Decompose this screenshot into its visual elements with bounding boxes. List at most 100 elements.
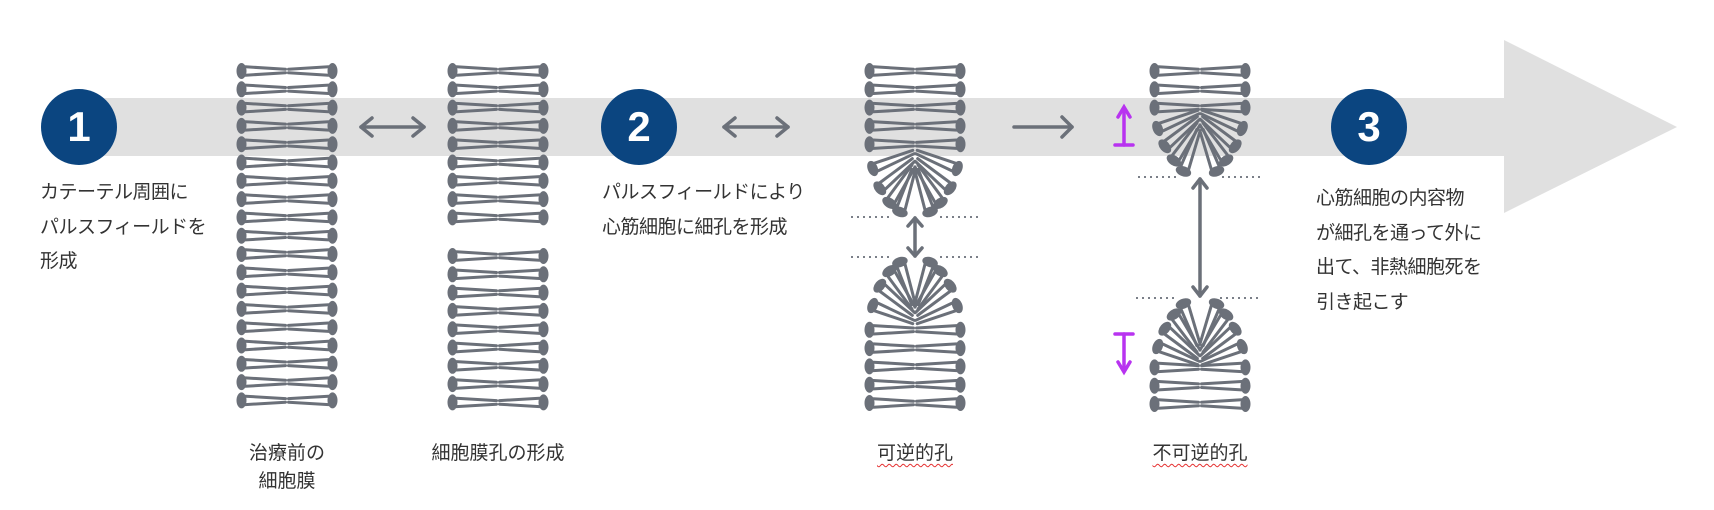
lipid-head xyxy=(447,394,458,411)
text-line: 細胞膜 xyxy=(258,470,316,492)
lipid-tail xyxy=(455,311,498,317)
lipid-tail xyxy=(244,211,287,218)
membrane-shift-up-icon xyxy=(1113,103,1135,147)
lipid-molecule xyxy=(236,99,287,116)
lipid-tail xyxy=(455,402,498,409)
lipid-head xyxy=(1152,338,1164,355)
lipid-tail xyxy=(498,360,541,366)
lipid-molecule xyxy=(1199,338,1248,367)
lipid-tail xyxy=(915,324,958,330)
membrane-label-before-treatment: 治療前の 細胞膜 xyxy=(249,439,325,495)
lipid-tail xyxy=(455,268,498,274)
lipid-molecule xyxy=(498,117,549,134)
lipid-tail xyxy=(886,275,914,311)
lipid-molecule xyxy=(864,376,915,393)
lipid-tail xyxy=(244,138,287,144)
text-line: 細胞膜孔の形成 xyxy=(431,442,565,464)
lipid-tail xyxy=(244,107,287,114)
lipid-tail xyxy=(244,175,287,181)
lipid-tail xyxy=(455,305,498,311)
lipid-head xyxy=(955,376,966,393)
lipid-molecule xyxy=(236,319,287,336)
lipid-tail xyxy=(455,65,498,71)
lipid-tail xyxy=(287,101,330,108)
lipid-head xyxy=(236,374,247,391)
lipid-tail xyxy=(915,65,958,71)
text-line: 治療前の xyxy=(248,442,326,464)
lipid-molecule xyxy=(447,154,498,171)
vertical-double-arrow-icon xyxy=(906,216,924,258)
lipid-molecule xyxy=(287,136,338,153)
lipid-tail xyxy=(498,402,541,409)
lipid-molecule xyxy=(498,284,549,301)
lipid-molecule xyxy=(914,148,963,177)
lipid-tail xyxy=(1198,129,1213,171)
lipid-molecule xyxy=(915,358,966,375)
lipid-tail xyxy=(244,236,287,242)
lipid-head xyxy=(1208,165,1225,177)
lipid-head xyxy=(955,81,966,98)
lipid-tail xyxy=(244,272,287,278)
lipid-molecule xyxy=(447,266,498,283)
step-3-description: 心筋細胞の内容物 が細孔を通って外に 出て、非熱細胞死を 引き起こす xyxy=(1316,181,1482,319)
lipid-tail xyxy=(455,101,498,108)
lipid-tail xyxy=(287,364,330,370)
lipid-molecule xyxy=(1149,63,1200,79)
lipid-head xyxy=(538,266,549,283)
lipid-tail xyxy=(1157,404,1200,410)
lipid-tail xyxy=(498,71,541,77)
lipid-tail xyxy=(872,144,915,150)
lipid-tail xyxy=(915,330,958,336)
lipid-tail xyxy=(872,330,915,336)
lipid-tail xyxy=(915,397,958,403)
lipid-head xyxy=(327,264,338,281)
lipid-tail xyxy=(1187,129,1202,171)
lipid-tail xyxy=(886,163,914,199)
lipid-head xyxy=(864,376,875,393)
lipid-head xyxy=(236,154,247,171)
lipid-tail xyxy=(455,384,498,390)
lipid-tail xyxy=(1200,65,1243,71)
lipid-head xyxy=(867,160,879,177)
lipid-molecule xyxy=(1200,396,1251,412)
lipid-tail xyxy=(287,236,330,242)
lipid-tail xyxy=(244,199,287,205)
lipid-head xyxy=(447,99,458,116)
text-line: 不可逆的孔 xyxy=(1152,442,1248,464)
lipid-molecule xyxy=(892,167,917,218)
lipid-tail xyxy=(244,290,287,297)
lipid-head xyxy=(1166,154,1182,167)
lipid-tail xyxy=(1157,65,1200,71)
lipid-tail xyxy=(498,329,541,335)
lipid-molecule xyxy=(287,191,338,208)
lipid-tail xyxy=(1198,304,1213,346)
lipid-tail xyxy=(498,268,541,274)
lipid-tail xyxy=(244,65,287,71)
lipid-tail xyxy=(915,107,958,114)
lipid-tail xyxy=(287,211,330,218)
lipid-molecule xyxy=(236,337,287,354)
lipid-head xyxy=(538,209,549,226)
lipid-tail xyxy=(455,144,498,150)
lipid-head xyxy=(864,358,875,375)
lipid-head xyxy=(864,395,875,411)
lipid-tail xyxy=(498,107,541,114)
lipid-head xyxy=(447,357,458,374)
lipid-tail xyxy=(872,342,915,348)
lipid-tail xyxy=(455,378,498,384)
lipid-molecule xyxy=(913,265,948,311)
lipid-tail xyxy=(244,309,287,315)
lipid-head xyxy=(236,172,247,189)
lipid-tail xyxy=(872,348,915,354)
lipid-tail xyxy=(287,309,330,315)
lipid-head xyxy=(1236,338,1248,355)
lipid-head xyxy=(864,99,875,116)
lipid-head xyxy=(1228,139,1242,154)
lipid-tail xyxy=(455,193,498,199)
lipid-tail xyxy=(244,364,287,370)
lipid-tail xyxy=(498,341,541,348)
lipid-tail xyxy=(1201,318,1229,354)
lipid-tail xyxy=(287,400,330,407)
lipid-tail xyxy=(287,181,330,187)
lipid-tail xyxy=(498,378,541,384)
